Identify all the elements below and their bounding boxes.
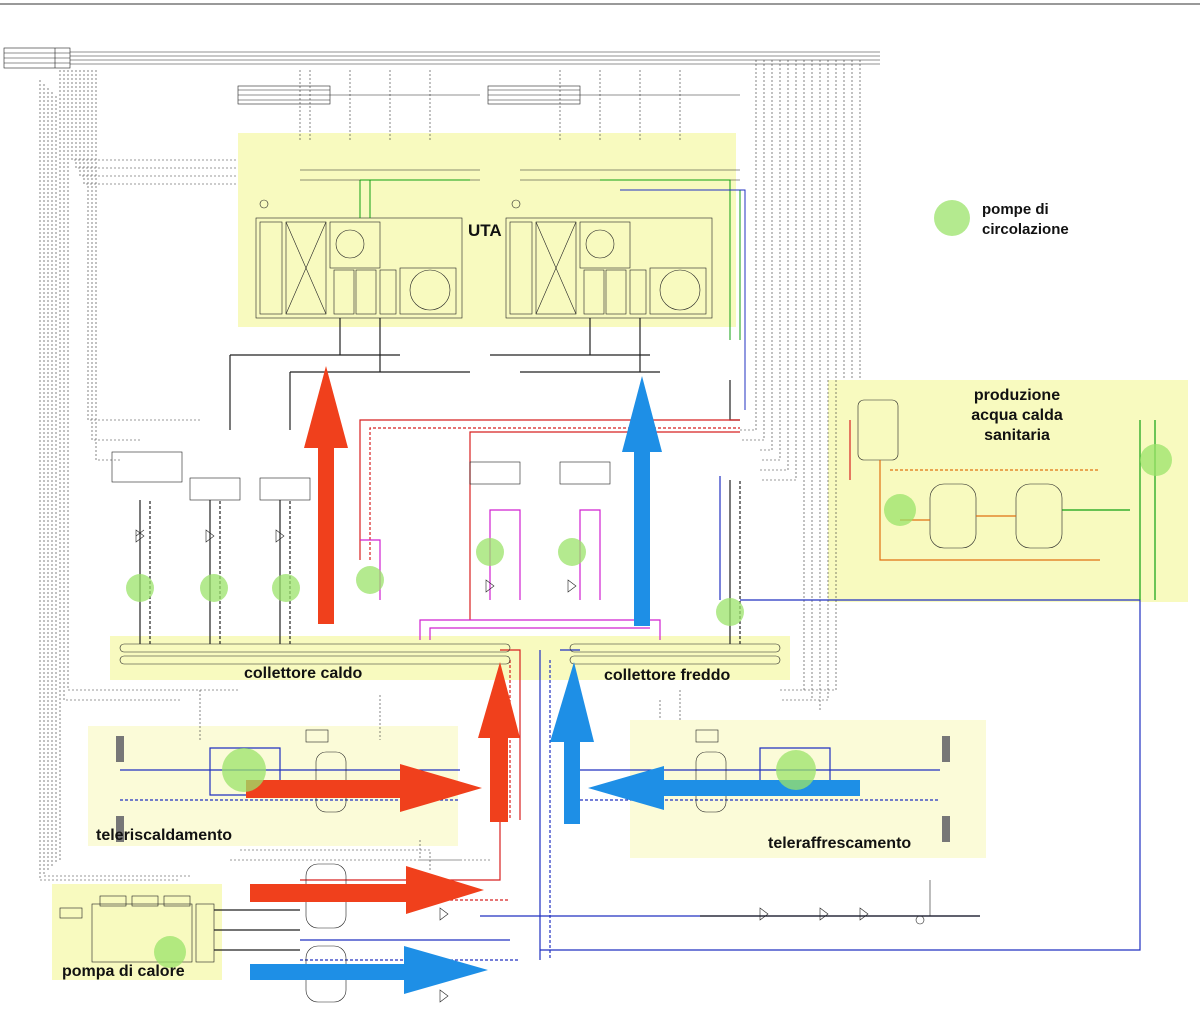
cold-collector-bar xyxy=(569,643,781,665)
uta-label: UTA xyxy=(468,221,502,240)
valve-symbols xyxy=(135,199,925,1003)
uta-unit-1 xyxy=(255,180,463,319)
uta-unit-2 xyxy=(505,217,713,319)
pump-marker xyxy=(884,494,916,526)
pump-marker xyxy=(476,538,504,566)
pump-marker xyxy=(716,598,744,626)
pump-marker xyxy=(1140,444,1172,476)
uta-ducts xyxy=(300,169,746,410)
pump-marker xyxy=(200,574,228,602)
hot-arrow-up-center xyxy=(478,662,520,822)
heat-pump-label: pompa di calore xyxy=(62,963,185,980)
hot-arrow-right-dh xyxy=(246,764,482,812)
pump-markers xyxy=(126,200,1172,968)
magenta-pipes xyxy=(360,509,661,640)
dhw-label-line1: produzione xyxy=(974,387,1060,404)
dhw-label-line2: acqua calda xyxy=(971,407,1063,424)
uta-supply-pipes xyxy=(229,318,740,430)
legend-pump-marker xyxy=(934,200,970,236)
dhw-zone xyxy=(828,380,1188,602)
dhw-equipment xyxy=(849,399,1156,600)
cold-collector-label: collettore freddo xyxy=(604,667,730,684)
cold-arrow-right-hp xyxy=(250,946,488,994)
pump-marker xyxy=(126,574,154,602)
io-table-uta-1 xyxy=(237,85,480,105)
hot-arrow-up-left xyxy=(304,366,348,624)
heat-pump-zone xyxy=(52,884,222,980)
district-cooling-label: teleraffrescamento xyxy=(768,835,911,852)
hot-arrow-right-hp xyxy=(250,866,484,914)
uta-zone xyxy=(238,133,736,327)
hot-collector-label: collettore caldo xyxy=(244,665,362,682)
pump-marker xyxy=(356,566,384,594)
legend-pumps-line1: pompe di xyxy=(982,201,1049,218)
io-table-uta-2 xyxy=(487,85,740,105)
pump-marker xyxy=(222,748,266,792)
pump-marker xyxy=(776,750,816,790)
hot-collector-bar xyxy=(119,643,511,665)
cold-arrow-up xyxy=(622,376,662,626)
dhw-label-line3: sanitaria xyxy=(984,427,1050,444)
pump-marker xyxy=(558,538,586,566)
pump-marker xyxy=(154,936,186,968)
collectors-zone xyxy=(110,636,790,680)
legend-pumps-line2: circolazione xyxy=(982,221,1069,238)
cold-arrow-up-center xyxy=(550,662,594,824)
hot-branches xyxy=(111,451,611,644)
io-table-top xyxy=(3,47,880,69)
district-heating-label: teleriscaldamento xyxy=(96,827,232,844)
control-wiring xyxy=(39,60,861,881)
heat-pump-unit xyxy=(59,895,300,963)
pump-marker xyxy=(272,574,300,602)
